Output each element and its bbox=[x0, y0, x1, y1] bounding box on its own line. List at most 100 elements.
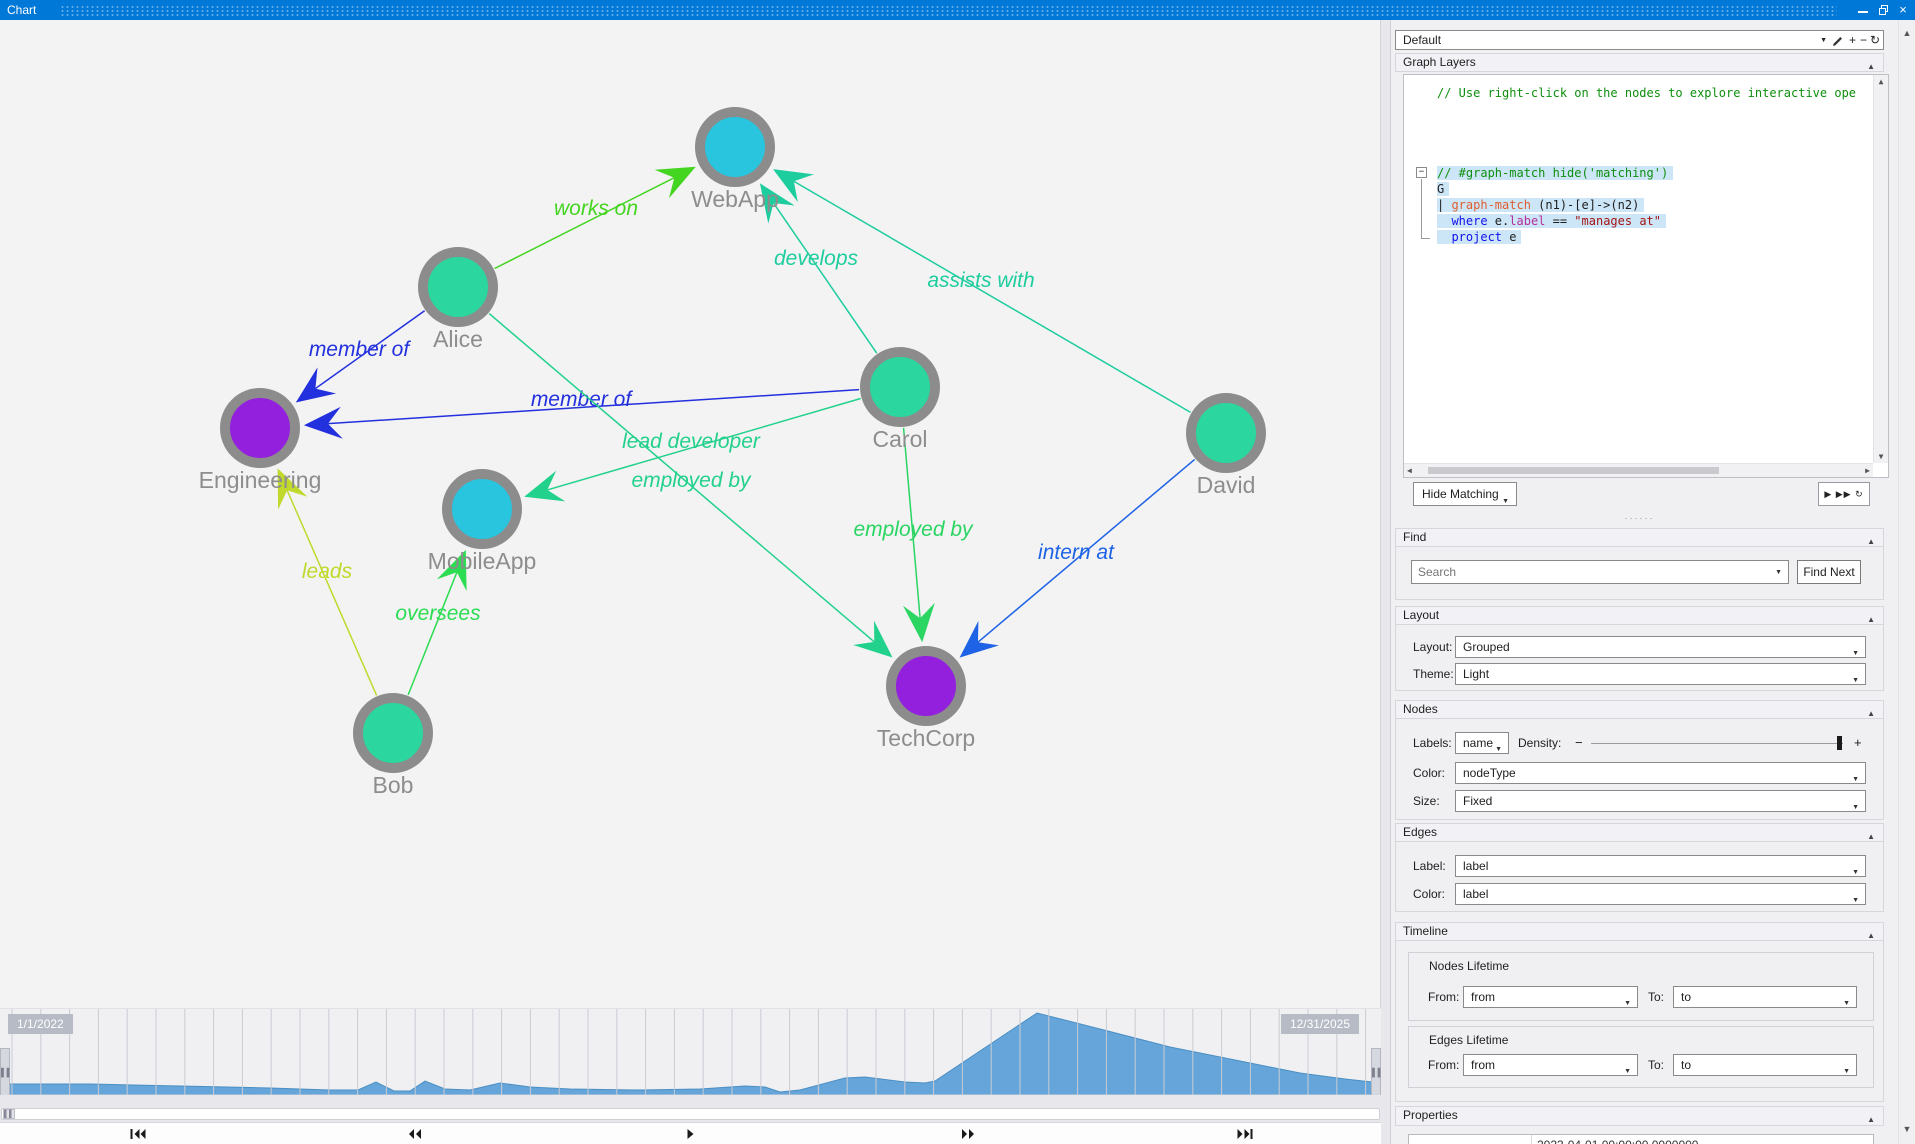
edges-header[interactable]: Edges ▲ bbox=[1395, 823, 1884, 842]
restore-button[interactable] bbox=[1875, 2, 1891, 18]
node-WebApp[interactable]: WebApp bbox=[691, 107, 779, 212]
edge-color-select[interactable]: label ▼ bbox=[1455, 883, 1866, 905]
skip-start-icon[interactable] bbox=[130, 1129, 146, 1139]
code-line[interactable] bbox=[1404, 101, 1873, 117]
query-code-editor[interactable]: // Use right-click on the nodes to explo… bbox=[1403, 74, 1889, 478]
timeline-scrollbar-track[interactable] bbox=[1, 1108, 1380, 1120]
timeline-scrollbar-grip[interactable]: ▌▌ bbox=[3, 1109, 15, 1119]
code-lines[interactable]: // Use right-click on the nodes to explo… bbox=[1404, 85, 1873, 245]
edge-David-WebApp[interactable]: assists with bbox=[773, 169, 1191, 414]
node-labels-select[interactable]: name ▼ bbox=[1455, 732, 1509, 754]
preset-dropdown-icon[interactable]: ▼ bbox=[1820, 37, 1827, 44]
code-line[interactable]: // #graph-match hide('matching') bbox=[1404, 165, 1873, 181]
code-line[interactable]: // Use right-click on the nodes to explo… bbox=[1404, 85, 1873, 101]
collapse-icon[interactable]: ▲ bbox=[1867, 537, 1875, 546]
skip-end-icon[interactable] bbox=[1237, 1129, 1253, 1139]
timeline-right-range-handle[interactable]: ▌▌ bbox=[1371, 1048, 1383, 1096]
nodes-header[interactable]: Nodes ▲ bbox=[1395, 700, 1884, 719]
node-TechCorp[interactable]: TechCorp bbox=[877, 646, 975, 751]
scroll-down-icon[interactable]: ▼ bbox=[1902, 1124, 1912, 1134]
node-Bob[interactable]: Bob bbox=[353, 693, 433, 798]
collapse-icon[interactable]: ▲ bbox=[1867, 1115, 1875, 1124]
edge-Alice-TechCorp[interactable]: employed by bbox=[488, 313, 893, 658]
node-Carol[interactable]: Carol bbox=[860, 347, 940, 452]
rewind-icon[interactable] bbox=[409, 1129, 421, 1139]
edge-Bob-MobileApp[interactable]: oversees bbox=[395, 549, 481, 696]
remove-preset-icon[interactable]: − bbox=[1859, 33, 1867, 47]
hide-matching-dropdown[interactable]: Hide Matching ▼ bbox=[1413, 482, 1517, 506]
node-color-select[interactable]: nodeType ▼ bbox=[1455, 762, 1866, 784]
timeline-scrollbar[interactable]: ▌▌ bbox=[0, 1106, 1381, 1122]
preset-combobox[interactable]: Default ▼ + − ↻ bbox=[1395, 30, 1884, 50]
search-input[interactable] bbox=[1418, 563, 1768, 581]
splitter-dots-handle[interactable]: ······ bbox=[1624, 513, 1655, 523]
edge-Carol-Engineering[interactable]: member of bbox=[303, 388, 860, 439]
collapse-icon[interactable]: ▲ bbox=[1867, 931, 1875, 940]
code-line[interactable]: project e bbox=[1404, 229, 1873, 245]
run-icon[interactable]: ▶ bbox=[1824, 489, 1833, 499]
editor-hscroll-thumb[interactable] bbox=[1428, 467, 1719, 474]
code-fold-icon[interactable]: − bbox=[1416, 167, 1427, 178]
editor-vertical-scrollbar[interactable]: ▲ ▼ bbox=[1873, 75, 1888, 463]
density-slider-thumb[interactable] bbox=[1837, 736, 1842, 750]
collapse-icon[interactable]: ▲ bbox=[1867, 832, 1875, 841]
scroll-left-icon[interactable]: ◀ bbox=[1407, 466, 1412, 475]
edge-label-select[interactable]: label ▼ bbox=[1455, 855, 1866, 877]
node-Alice[interactable]: Alice bbox=[418, 247, 498, 352]
edge-Carol-MobileApp[interactable]: lead developer bbox=[524, 397, 861, 502]
collapse-icon[interactable]: ▲ bbox=[1867, 615, 1875, 624]
reset-preset-icon[interactable]: ↻ bbox=[1869, 33, 1880, 47]
minimize-button[interactable] bbox=[1855, 2, 1871, 18]
edge-Bob-Engineering[interactable]: leads bbox=[277, 468, 378, 696]
scroll-up-icon[interactable]: ▲ bbox=[1902, 28, 1912, 38]
collapse-icon[interactable]: ▲ bbox=[1867, 709, 1875, 718]
density-slider-track[interactable] bbox=[1591, 743, 1843, 744]
nodes-to-select[interactable]: to ▼ bbox=[1673, 986, 1857, 1008]
fast-forward-icon[interactable] bbox=[962, 1129, 974, 1139]
timeline-left-range-handle[interactable]: ▌▌ bbox=[0, 1048, 12, 1096]
properties-header[interactable]: Properties ▲ bbox=[1395, 1106, 1884, 1126]
scroll-right-icon[interactable]: ▶ bbox=[1865, 466, 1870, 475]
panel-scrollbar[interactable]: ▲ ▼ bbox=[1898, 20, 1915, 1144]
chevron-down-icon[interactable]: ▼ bbox=[1775, 569, 1782, 576]
scroll-down-icon[interactable]: ▼ bbox=[1878, 452, 1884, 461]
edit-pencil-icon[interactable] bbox=[1832, 34, 1843, 52]
edges-from-select[interactable]: from ▼ bbox=[1463, 1054, 1638, 1076]
code-line[interactable] bbox=[1404, 117, 1873, 133]
node-MobileApp[interactable]: MobileApp bbox=[428, 469, 537, 574]
node-David[interactable]: David bbox=[1186, 393, 1266, 498]
layer-run-controls[interactable]: ▶ ▶▶ ↻ bbox=[1818, 482, 1870, 506]
timeline-header[interactable]: Timeline ▲ bbox=[1395, 922, 1884, 941]
editor-horizontal-scrollbar[interactable]: ◀ ▶ bbox=[1404, 463, 1873, 477]
close-button[interactable]: × bbox=[1899, 2, 1907, 17]
edge-David-TechCorp[interactable]: intern at bbox=[959, 458, 1196, 658]
refresh-icon[interactable]: ↻ bbox=[1855, 489, 1864, 499]
edge-Alice-WebApp[interactable]: works on bbox=[494, 166, 696, 270]
add-preset-icon[interactable]: + bbox=[1848, 33, 1856, 47]
code-line[interactable] bbox=[1404, 133, 1873, 149]
code-line[interactable]: | graph-match (n1)-[e]->(n2) bbox=[1404, 197, 1873, 213]
graph-layers-header[interactable]: Graph Layers ▲ bbox=[1395, 53, 1884, 72]
node-size-select[interactable]: Fixed ▼ bbox=[1455, 790, 1866, 812]
collapse-icon[interactable]: ▲ bbox=[1867, 62, 1875, 71]
edges-to-select[interactable]: to ▼ bbox=[1673, 1054, 1857, 1076]
nodes-from-select[interactable]: from ▼ bbox=[1463, 986, 1638, 1008]
find-header[interactable]: Find ▲ bbox=[1395, 528, 1884, 547]
edge-Carol-TechCorp[interactable]: employed by bbox=[853, 427, 974, 643]
edge-Carol-WebApp[interactable]: develops bbox=[759, 183, 878, 354]
density-plus-icon[interactable]: + bbox=[1854, 735, 1862, 750]
play-icon[interactable] bbox=[687, 1129, 695, 1139]
edge-Alice-Engineering[interactable]: member of bbox=[295, 310, 426, 403]
code-line[interactable]: where e.label == "manages at" bbox=[1404, 213, 1873, 229]
run-all-icon[interactable]: ▶▶ bbox=[1835, 489, 1852, 499]
density-minus-icon[interactable]: − bbox=[1575, 735, 1583, 750]
find-next-button[interactable]: Find Next bbox=[1797, 560, 1861, 584]
layout-select[interactable]: Grouped ▼ bbox=[1455, 636, 1866, 658]
search-combobox[interactable]: ▼ bbox=[1411, 560, 1789, 584]
theme-select[interactable]: Light ▼ bbox=[1455, 663, 1866, 685]
code-line[interactable]: G bbox=[1404, 181, 1873, 197]
panel-splitter[interactable] bbox=[1381, 20, 1391, 1144]
layout-header[interactable]: Layout ▲ bbox=[1395, 606, 1884, 625]
node-Engineering[interactable]: Engineering bbox=[199, 388, 322, 493]
code-line[interactable] bbox=[1404, 149, 1873, 165]
